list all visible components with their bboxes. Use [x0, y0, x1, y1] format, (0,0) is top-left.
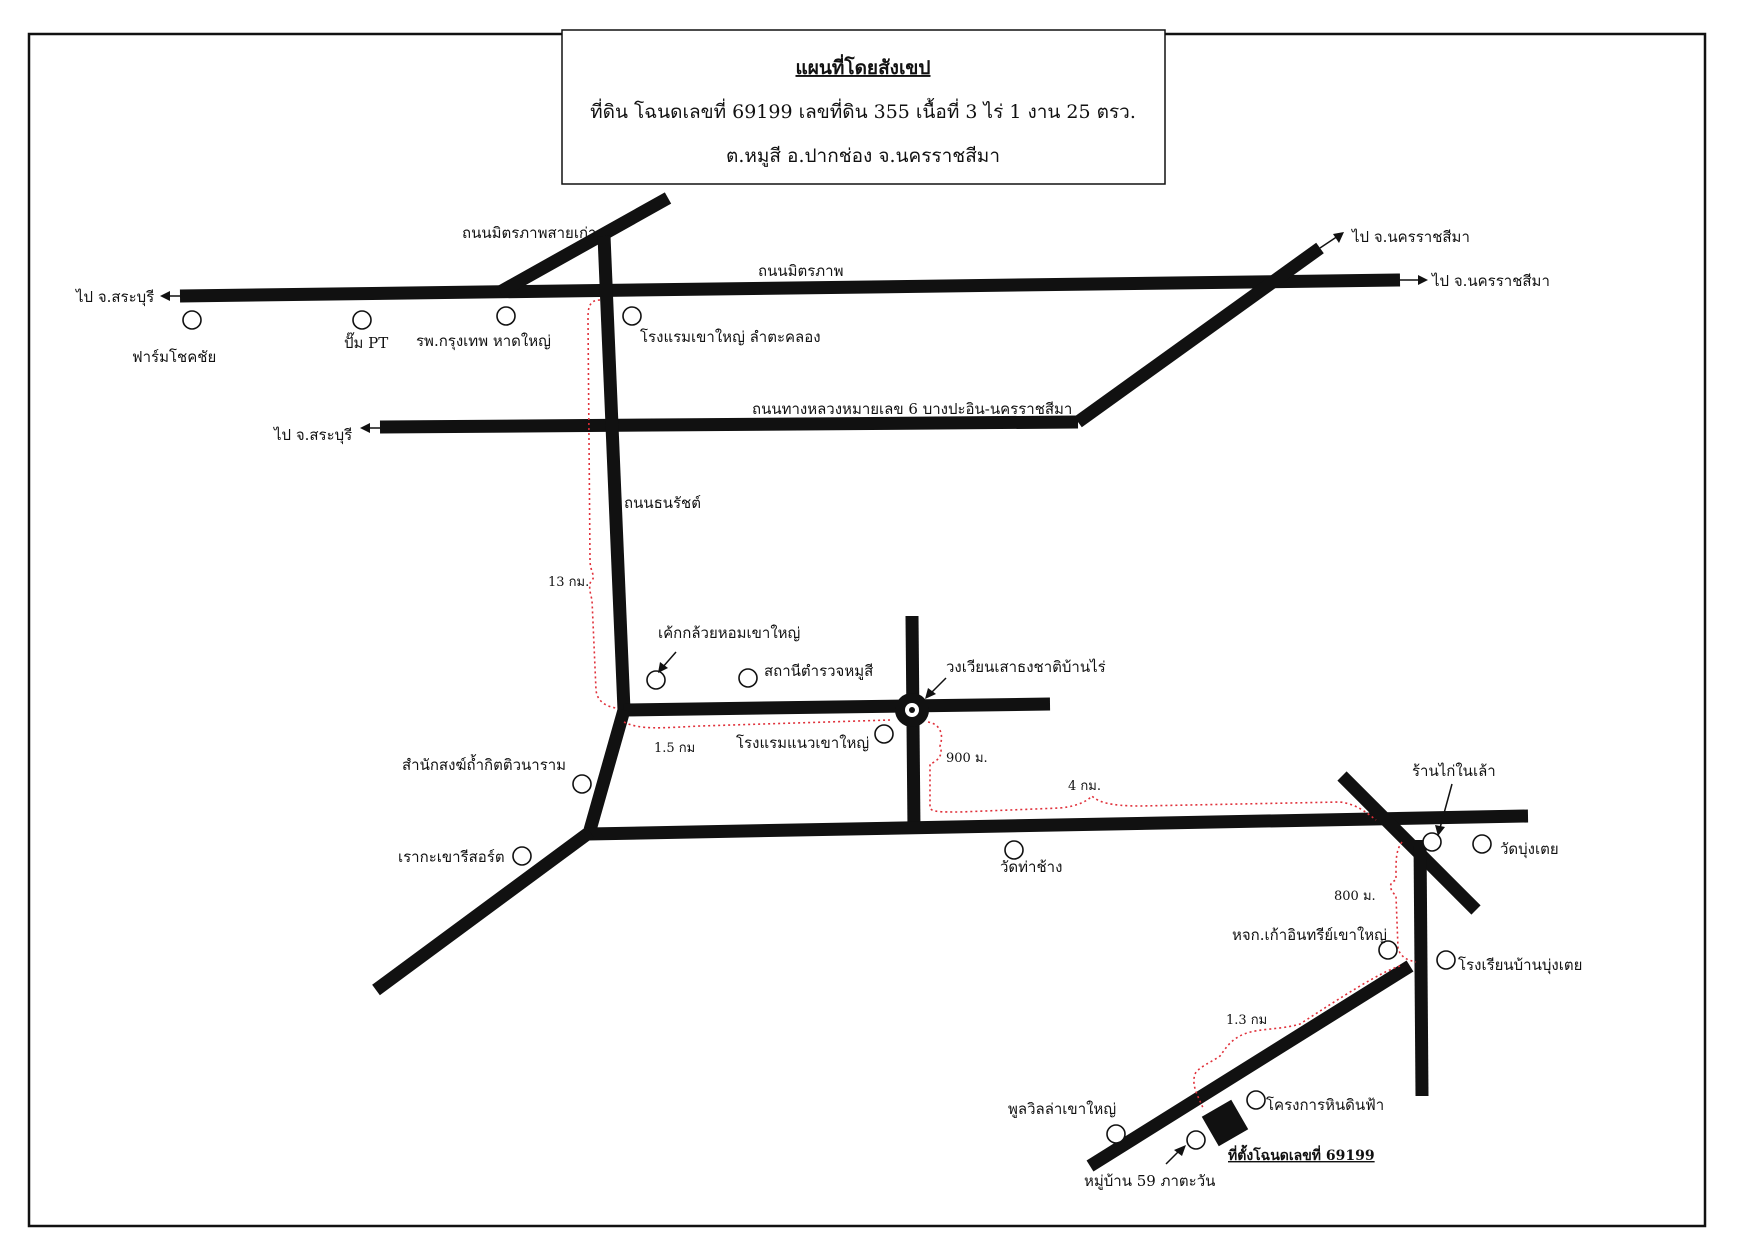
label-wat-bung-toei: วัดบุ่งเตย — [1500, 840, 1559, 859]
arrowhead-banana-cake — [658, 662, 668, 673]
route-1-3km — [1193, 965, 1401, 1111]
arrowhead-korat-2 — [1418, 275, 1428, 285]
connector-road — [583, 708, 631, 832]
roundabout-road-west — [623, 697, 1051, 717]
poi-bangkok-hospital — [496, 306, 516, 326]
southwest-road — [372, 826, 594, 996]
label-to-saraburi-1: ไป จ.สระบุรี — [75, 288, 154, 307]
label-hin-din-fa: โครงการหินดินฟ้า — [1266, 1096, 1384, 1114]
poi-naew-hotel — [874, 724, 894, 744]
label-organic: หจก.เก้าอินทรีย์เขาใหญ่ — [1232, 926, 1387, 944]
label-chicken-shop: ร้านไก่ในเล้า — [1412, 762, 1496, 780]
label-monastery: สำนักสงฆ์ถ้ำกิตติวนาราม — [402, 754, 566, 774]
route-13km — [587, 299, 617, 709]
label-village59: หมู่บ้าน 59 ภาตะวัน — [1084, 1172, 1215, 1190]
thanarat-road — [597, 235, 631, 711]
poi-village59 — [1186, 1130, 1206, 1150]
poi-khaoyai-hotel — [622, 306, 642, 326]
diagonal-crossroad — [1337, 771, 1481, 915]
label-banana-cake: เค้กกล้วยหอมเขาใหญ่ — [658, 624, 800, 642]
arrowhead-korat-1 — [1333, 232, 1344, 243]
site-marker — [1201, 1099, 1249, 1147]
arrowhead-village59 — [1174, 1145, 1186, 1156]
poi-police-station — [738, 668, 758, 688]
arrow-chicken-shop — [1439, 783, 1453, 829]
label-distance-1-5km: 1.5 กม — [654, 741, 695, 756]
poi-wat-tha-chang — [1004, 840, 1024, 860]
poi-hin-din-fa — [1246, 1090, 1266, 1110]
lower-road — [587, 809, 1529, 841]
label-mittraphap: ถนนมิตรภาพ — [758, 262, 843, 280]
label-to-korat-1: ไป จ.นครราชสีมา — [1351, 228, 1470, 246]
poi-monastery — [572, 774, 592, 794]
route-900m — [927, 721, 1377, 821]
poi-wat-bung-toei — [1472, 834, 1492, 854]
poi-pump-pt — [352, 310, 372, 330]
arrowhead-saraburi-1 — [160, 291, 170, 301]
label-site: ที่ตั้งโฉนดเลขที่ 69199 — [1228, 1144, 1375, 1164]
label-highway6: ถนนทางหลวงหมายเลข 6 บางปะอิน-นครราชสีมา — [752, 400, 1072, 418]
label-pool-villa: พูลวิลล่าเขาใหญ่ — [1008, 1100, 1116, 1118]
label-to-korat-2: ไป จ.นครราชสีมา — [1431, 272, 1550, 290]
highway6-diagonal — [1074, 242, 1324, 428]
label-thanarat: ถนนธนรัชต์ — [624, 494, 701, 512]
arrowhead-chicken-shop — [1435, 825, 1445, 836]
poi-banana-cake — [646, 670, 666, 690]
title-box — [561, 29, 1166, 185]
label-naew-hotel: โรงแรมแนวเขาใหญ่ — [736, 734, 869, 752]
old-mittraphap-road — [496, 192, 672, 298]
arrow-korat-1 — [1319, 235, 1339, 249]
label-distance-13km: 13 กม. — [548, 575, 589, 590]
bung-toei-road — [1413, 839, 1429, 1097]
poi-resort — [512, 846, 532, 866]
roundabout-center — [909, 707, 915, 713]
map-title: แผนที่โดยสังเขป — [796, 54, 931, 79]
label-police-station: สถานีตำรวจหมูสี — [764, 662, 873, 680]
arrow-roundabout — [929, 677, 947, 695]
label-pump-pt: ปั๊ม PT — [344, 332, 388, 352]
label-distance-4km: 4 กม. — [1068, 779, 1101, 794]
label-school: โรงเรียนบ้านบุ่งเตย — [1458, 956, 1582, 975]
label-farm-chokchai: ฟาร์มโชคชัย — [132, 348, 216, 366]
label-distance-900m: 900 ม. — [946, 751, 988, 766]
poi-pool-villa — [1106, 1124, 1126, 1144]
route-1-5km — [623, 719, 891, 729]
highway6-road — [379, 415, 1079, 434]
title-location: ต.หมูสี อ.ปากช่อง จ.นครราชสีมา — [726, 145, 1000, 167]
poi-school — [1436, 950, 1456, 970]
label-bangkok-hospital: รพ.กรุงเทพ หาดใหญ่ — [416, 332, 551, 351]
poi-organic — [1378, 940, 1398, 960]
poi-chicken-shop — [1422, 832, 1442, 852]
arrowhead-roundabout — [925, 688, 936, 699]
title-parcel: ที่ดิน โฉนดเลขที่ 69199 เลขที่ดิน 355 เน… — [590, 98, 1136, 123]
site-road — [1086, 960, 1414, 1172]
label-khaoyai-hotel: โรงแรมเขาใหญ่ ลำตะคลอง — [640, 328, 821, 346]
map-frame — [27, 32, 1707, 1228]
poi-farm-chokchai — [182, 310, 202, 330]
label-distance-1-3km: 1.3 กม — [1226, 1013, 1267, 1028]
label-old-mittraphap: ถนนมิตรภาพสายเก่า — [462, 224, 596, 242]
label-to-saraburi-2: ไป จ.สระบุรี — [273, 426, 352, 445]
label-distance-800m: 800 ม. — [1334, 889, 1376, 904]
mittraphap-road — [179, 273, 1401, 303]
label-wat-tha-chang: วัดท่าช้าง — [1000, 858, 1062, 876]
label-flag-roundabout: วงเวียนเสาธงชาติบ้านไร่ — [946, 658, 1106, 676]
label-resort: เรากะเขารีสอร์ต — [398, 848, 505, 866]
route-800m — [1389, 841, 1417, 963]
arrowhead-saraburi-2 — [360, 423, 370, 433]
